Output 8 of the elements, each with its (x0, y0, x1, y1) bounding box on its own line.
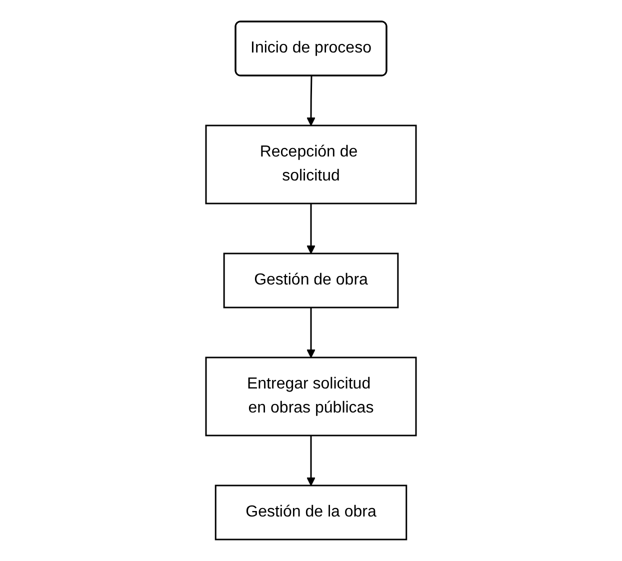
node-box: Recepción de solicitud (205, 124, 417, 204)
arrow (306, 76, 316, 126)
arrow (306, 204, 316, 254)
node-box: Entregar solicitud en obras públicas (205, 356, 417, 436)
node-box: Gestión de obra (223, 252, 399, 308)
node-box: Gestión de la obra (214, 484, 408, 540)
arrow (306, 308, 316, 358)
arrow (306, 436, 316, 486)
